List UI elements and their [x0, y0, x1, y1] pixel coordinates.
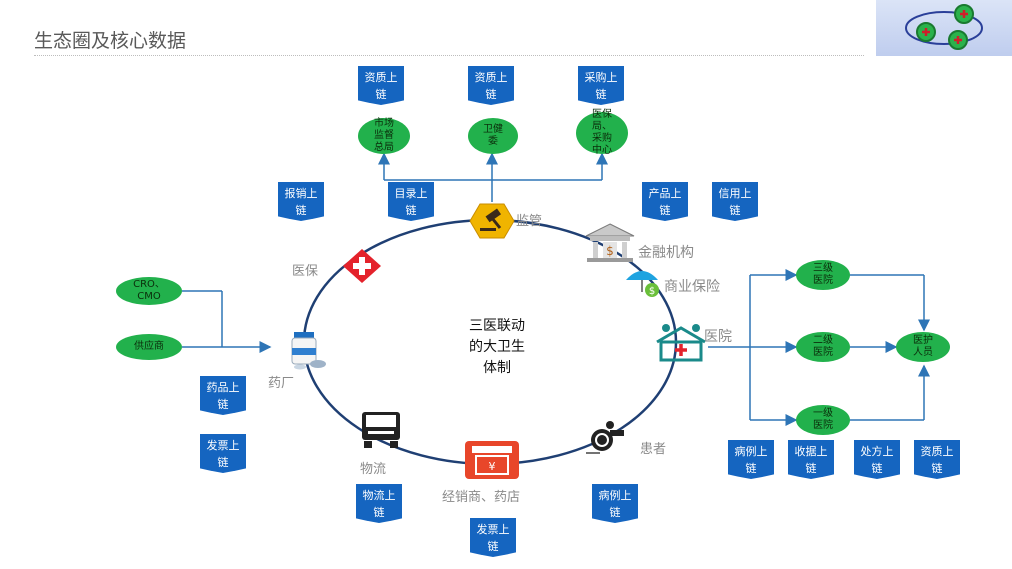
oval-gongying: 供应商	[116, 334, 182, 360]
store-icon: ¥	[465, 441, 519, 479]
svg-text:¥: ¥	[489, 460, 496, 473]
center-concept-text: 三医联动 的大卫生 体制	[469, 318, 525, 376]
oval-cro: CRO、CMO	[116, 277, 182, 305]
node-label-jianguan: 监管	[516, 214, 543, 229]
doc-bingli-2: 病例上链	[728, 440, 774, 479]
gavel-icon	[469, 203, 515, 239]
node-label-jingxiao: 经销商、药店	[442, 490, 521, 505]
hospital-tree-lines	[708, 269, 930, 426]
umbrella-dollar-icon: $	[626, 271, 659, 297]
doc-chufang: 处方上链	[854, 440, 900, 479]
doc-bingli-1: 病例上链	[592, 484, 638, 523]
doc-fapiao-1: 发票上链	[200, 434, 246, 473]
doc-zizhi-2: 资质上链	[468, 66, 514, 105]
truck-icon	[362, 412, 400, 448]
node-label-huanzhe: 患者	[640, 442, 667, 457]
doc-zizhi-3: 资质上链	[914, 440, 960, 479]
oval-yiji: 一级医院	[796, 405, 850, 435]
doc-caigou: 采购上链	[578, 66, 624, 105]
page-title: 生态圈及核心数据	[34, 30, 187, 52]
svg-text:$: $	[606, 244, 614, 258]
factory-supply-lines	[182, 290, 272, 353]
doc-zizhi-1: 资质上链	[358, 66, 404, 105]
node-label-yiyuan: 医院	[704, 329, 732, 345]
doc-mulu: 目录上链	[388, 182, 434, 221]
doc-wuliu: 物流上链	[356, 484, 402, 523]
node-label-jinrong: 金融机构	[638, 245, 694, 261]
svg-text:$: $	[649, 286, 655, 297]
doc-xinyong: 信用上链	[712, 182, 758, 221]
regulator-tree-lines	[378, 152, 608, 202]
oval-erji: 二级医院	[796, 332, 850, 362]
oval-sanji: 三级医院	[796, 260, 850, 290]
doc-chanpin: 产品上链	[642, 182, 688, 221]
oval-weijian: 卫健委	[468, 118, 518, 154]
hospital-icon	[656, 324, 706, 362]
bank-icon: $	[585, 223, 635, 262]
title-divider	[34, 55, 864, 56]
oval-shichang: 市场监督总局	[358, 118, 410, 154]
node-label-yibao: 医保	[292, 264, 319, 279]
node-label-wuliu: 物流	[360, 462, 387, 477]
doc-shouju: 收据上链	[788, 440, 834, 479]
node-label-yaochang: 药厂	[268, 376, 295, 391]
logo-network-icon	[905, 4, 983, 50]
oval-yihu: 医护人员	[896, 332, 950, 362]
doc-fapiao-2: 发票上链	[470, 518, 516, 557]
wheelchair-patient-icon	[586, 421, 624, 454]
corner-logo	[876, 0, 1012, 56]
medicine-bottle-icon	[291, 332, 326, 370]
node-label-baoxian: 商业保险	[664, 279, 720, 295]
doc-baoxiao: 报销上链	[278, 182, 324, 221]
oval-caigou: 医保局、采购中心	[576, 109, 628, 156]
medical-cross-icon	[343, 249, 381, 283]
doc-yaopin: 药品上链	[200, 376, 246, 415]
